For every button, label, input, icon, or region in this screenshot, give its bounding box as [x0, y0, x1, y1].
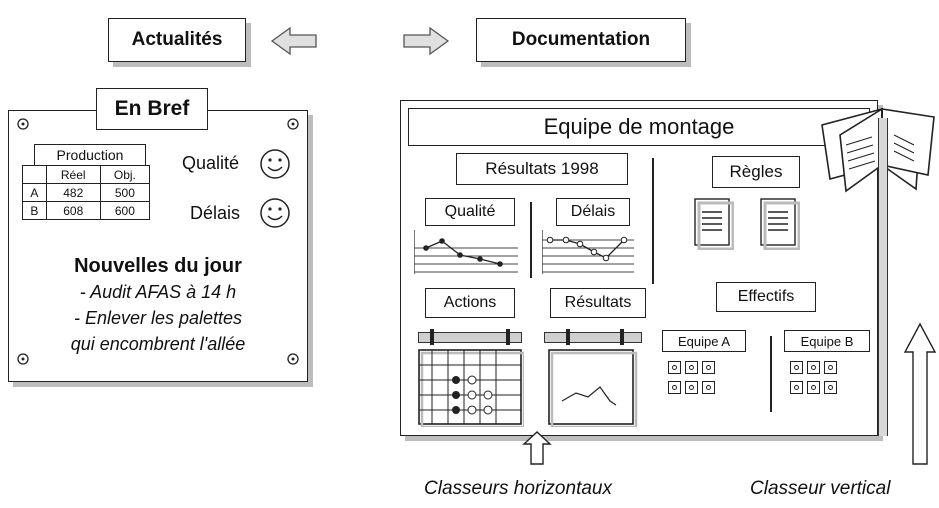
table-cell: 608: [45, 201, 101, 220]
member-icon: [807, 361, 820, 374]
news-title: Nouvelles du jour: [74, 255, 242, 277]
documentation-label: Documentation: [476, 18, 686, 62]
pin-icon: [287, 118, 299, 130]
divider: [770, 336, 772, 412]
table-cell: [22, 165, 47, 184]
delais-header: Délais: [556, 198, 630, 226]
board-title: Equipe de montage: [408, 108, 870, 146]
news-item: - Audit AFAS à 14 h: [79, 282, 237, 302]
delais-mini-chart: [542, 230, 634, 274]
table-cell: 482: [45, 183, 101, 202]
binder-clip-icon: [430, 329, 434, 345]
binder-clip-icon: [620, 329, 624, 345]
table-row: A 482 500: [22, 183, 151, 202]
member-icon: [685, 381, 698, 394]
pin-icon: [287, 353, 299, 365]
member-icon: [685, 361, 698, 374]
resultats-header: Résultats 1998: [456, 153, 628, 185]
qualite-mini-chart: [414, 230, 518, 274]
effectifs-header: Effectifs: [716, 282, 816, 312]
resultats-chart: [548, 349, 638, 427]
member-icon: [668, 381, 681, 394]
en-bref-title: En Bref: [96, 88, 208, 130]
binder-clip-icon: [506, 329, 510, 345]
horizontal-binder-rail: [544, 332, 642, 343]
table-cell: B: [22, 201, 47, 220]
regles-header: Règles: [712, 156, 800, 188]
team-b-members: [788, 360, 878, 400]
horizontal-binder-rail: [418, 332, 522, 343]
table-cell: 600: [99, 201, 151, 220]
production-title: Production: [34, 144, 146, 166]
table-cell: A: [22, 183, 47, 202]
member-icon: [702, 361, 715, 374]
divider: [652, 158, 654, 284]
member-icon: [824, 381, 837, 394]
delais-label: Délais: [190, 203, 241, 223]
member-icon: [807, 381, 820, 394]
table-row: B 608 600: [22, 201, 151, 220]
arrow-right-icon: [403, 26, 450, 56]
arrow-up-icon: [522, 431, 552, 465]
resultats-small-header: Résultats: [550, 288, 646, 318]
table-header-row: Réel Obj.: [22, 165, 151, 184]
equipe-a-label: Equipe A: [662, 330, 746, 352]
smiley-icon: [260, 198, 290, 228]
pin-icon: [17, 118, 29, 130]
actions-header: Actions: [425, 288, 515, 318]
actualites-label: Actualités: [108, 18, 246, 62]
smiley-icon: [260, 149, 290, 179]
member-icon: [668, 361, 681, 374]
actions-grid: [418, 349, 524, 427]
caption-vertical: Classeur vertical: [750, 478, 891, 499]
table-cell: Réel: [45, 165, 101, 184]
production-table: Réel Obj. A 482 500 B 608 600: [22, 165, 151, 220]
member-icon: [702, 381, 715, 394]
pin-icon: [17, 353, 29, 365]
member-icon: [824, 361, 837, 374]
caption-horizontal: Classeurs horizontaux: [424, 478, 612, 499]
news-item: - Enlever les palettes: [73, 308, 243, 328]
news-item: qui encombrent l'allée: [70, 334, 246, 354]
member-icon: [790, 381, 803, 394]
equipe-b-label: Equipe B: [784, 330, 870, 352]
table-cell: Obj.: [99, 165, 151, 184]
vertical-binder-icon: [821, 107, 935, 193]
member-icon: [790, 361, 803, 374]
vertical-binder-pole: [878, 118, 888, 436]
table-cell: 500: [99, 183, 151, 202]
qualite-label: Qualité: [182, 153, 240, 173]
binder-clip-icon: [566, 329, 570, 345]
document-icon: [760, 198, 800, 250]
document-icon: [694, 198, 734, 250]
team-a-members: [666, 360, 756, 400]
arrow-left-icon: [270, 26, 317, 56]
arrow-up-icon: [903, 322, 937, 465]
divider: [530, 202, 532, 278]
qualite-header: Qualité: [425, 198, 515, 226]
